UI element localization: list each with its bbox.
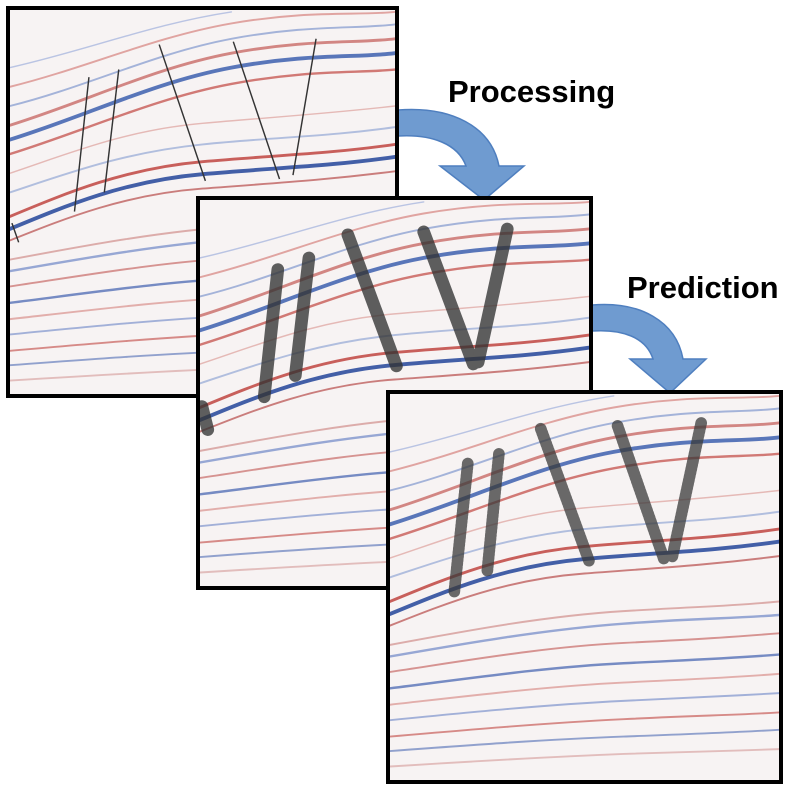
predicted-seismic-panel [386,390,783,784]
processed-seismic-image [200,200,589,586]
predicted-seismic-image [390,394,779,780]
fault-line [292,38,317,176]
fault-line [103,69,120,193]
predicted-fault [611,420,671,566]
fault-line [232,41,281,180]
predicted-fault [481,448,505,578]
input-seismic-image [10,10,395,394]
prediction-arrow-icon [591,303,708,395]
predicted-fault [448,457,474,599]
fault-stroke [288,251,316,382]
predicted-fault [666,417,708,564]
thick-fault-strokes [200,222,514,436]
thin-fault-lines [11,38,317,243]
fault-line [158,44,207,182]
predicted-fault-strokes [448,417,708,599]
fault-line [11,222,20,243]
processing-arrow-icon [397,108,527,201]
processing-label: Processing [448,74,616,109]
predicted-fault [534,422,596,568]
fault-stroke [257,263,285,404]
fault-stroke [471,222,514,369]
fault-stroke [200,400,215,436]
fault-stroke [417,225,480,371]
fault-stroke [341,228,403,373]
fault-line [73,77,90,212]
prediction-label: Prediction [627,270,779,305]
